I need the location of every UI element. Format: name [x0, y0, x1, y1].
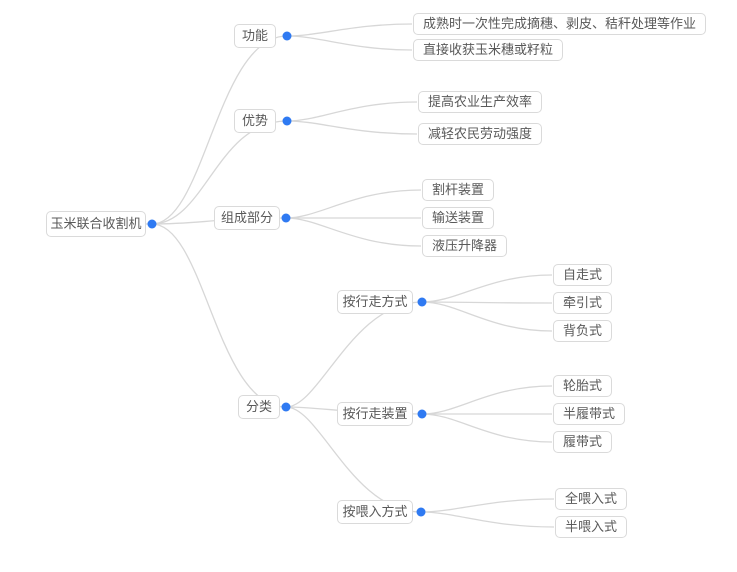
leaf-semi-track[interactable]: 半履带式: [553, 403, 626, 425]
connector-line: [285, 217, 422, 247]
connector-line: [420, 498, 555, 513]
branch-advantage[interactable]: 优势: [234, 109, 276, 133]
branch-by-running-gear[interactable]: 按行走装置: [337, 402, 413, 426]
leaf-towed[interactable]: 牵引式: [553, 292, 613, 314]
connector-line: [285, 189, 422, 219]
leaf-component-3[interactable]: 液压升降器: [422, 235, 508, 257]
expand-dot-advantage[interactable]: [282, 116, 292, 126]
connector-line: [286, 120, 418, 135]
leaf-component-1[interactable]: 割杆装置: [422, 179, 495, 201]
expand-dot-classification[interactable]: [281, 402, 291, 412]
leaf-advantage-1[interactable]: 提高农业生产效率: [418, 91, 543, 113]
connector-line: [151, 223, 287, 408]
leaf-function-2[interactable]: 直接收获玉米穗或籽粒: [413, 39, 564, 61]
expand-dot-components[interactable]: [281, 213, 291, 223]
branch-classification[interactable]: 分类: [238, 395, 280, 419]
connector-line: [421, 301, 553, 304]
connector-line: [420, 511, 555, 528]
expand-dot-by-feeding-mode[interactable]: [416, 507, 426, 517]
leaf-half-feed[interactable]: 半喂入式: [555, 516, 628, 538]
branch-function[interactable]: 功能: [234, 24, 276, 48]
branch-components[interactable]: 组成部分: [214, 206, 280, 230]
connector-line: [421, 274, 553, 303]
connector-line: [421, 385, 553, 415]
expand-dot-root[interactable]: [147, 219, 157, 229]
leaf-self-propelled[interactable]: 自走式: [553, 264, 613, 286]
connector-line: [421, 413, 553, 443]
expand-dot-by-running-gear[interactable]: [417, 409, 427, 419]
expand-dot-function[interactable]: [282, 31, 292, 41]
connector-line: [286, 23, 413, 37]
leaf-mounted[interactable]: 背负式: [553, 320, 613, 342]
leaf-full-feed[interactable]: 全喂入式: [555, 488, 628, 510]
leaf-function-1[interactable]: 成熟时一次性完成摘穗、剥皮、秸秆处理等作业: [413, 13, 707, 35]
node-root[interactable]: 玉米联合收割机: [46, 211, 146, 237]
connector-line: [421, 301, 553, 332]
leaf-wheeled[interactable]: 轮胎式: [553, 375, 613, 397]
leaf-track[interactable]: 履带式: [553, 431, 613, 453]
connector-line: [286, 101, 418, 122]
branch-by-walking-mode[interactable]: 按行走方式: [337, 290, 413, 314]
expand-dot-by-walking-mode[interactable]: [417, 297, 427, 307]
leaf-component-2[interactable]: 输送装置: [422, 207, 495, 229]
connector-line: [285, 301, 423, 408]
connector-line: [286, 35, 413, 51]
branch-by-feeding-mode[interactable]: 按喂入方式: [337, 500, 413, 524]
leaf-advantage-2[interactable]: 减轻农民劳动强度: [418, 123, 543, 145]
